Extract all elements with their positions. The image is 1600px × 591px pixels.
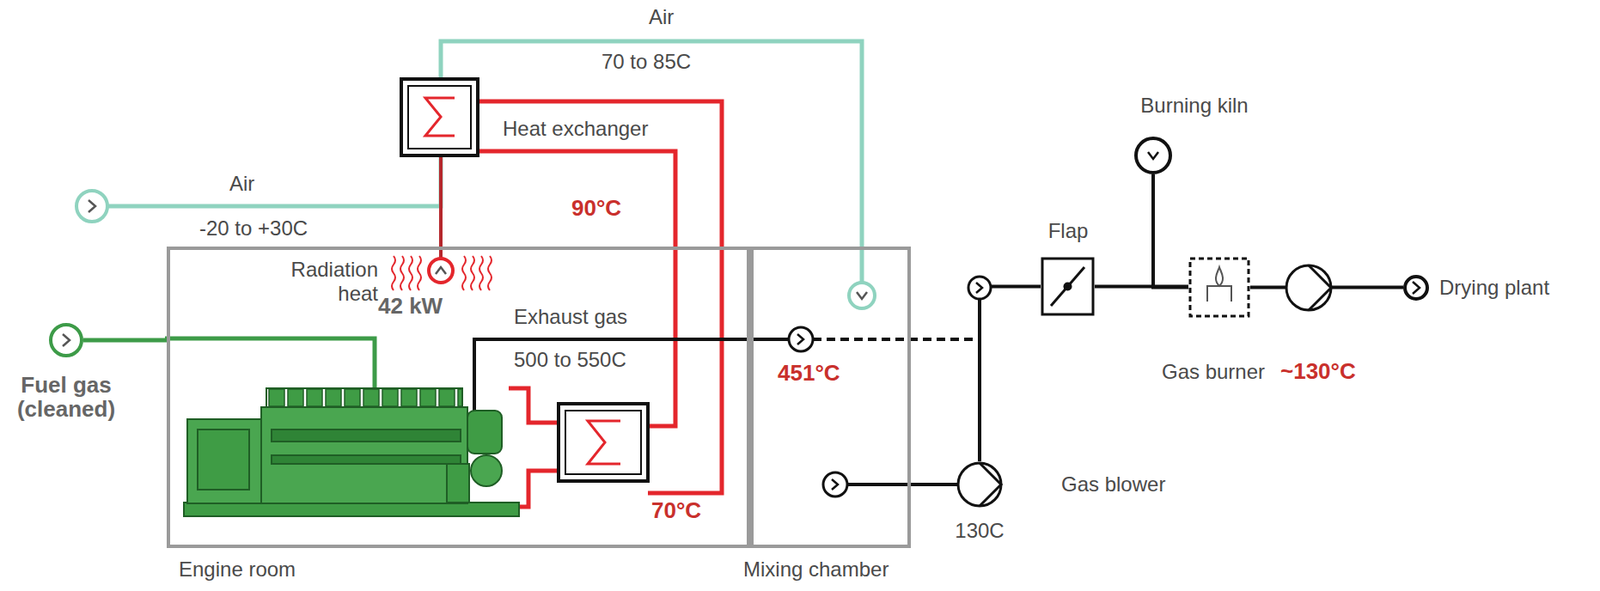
drying-plant-outlet-outline — [1403, 274, 1430, 301]
fuel-gas-inlet-outline — [48, 323, 84, 358]
radiation-line — [439, 157, 443, 259]
warm-air-line — [440, 41, 862, 283]
radiation-waves — [391, 256, 492, 291]
mixing-chamber-box: Mixing chamber — [750, 246, 911, 549]
flap-valve-outline — [1040, 256, 1095, 317]
cold-air-line — [107, 157, 441, 207]
node-label: Engine room — [178, 557, 296, 582]
annotation-label: 500 to 550C — [513, 348, 627, 373]
node-label: Gas burner — [1131, 360, 1295, 385]
annotation-label: 70 to 85C — [601, 49, 691, 74]
annotation-label: Air — [648, 5, 674, 30]
air-inlet-symbol — [76, 190, 108, 222]
fan-symbol — [1286, 265, 1332, 311]
annotation-label: 451°C — [777, 360, 841, 385]
flap-valve: Flap — [1040, 256, 1095, 317]
radiation-symbol — [428, 258, 453, 283]
burning-kiln-connection-outline — [1134, 136, 1173, 175]
annotation-label: ~130°C — [1280, 359, 1356, 384]
return-water-line — [479, 151, 676, 427]
node-label: Flap — [1016, 219, 1120, 244]
pipe-connector — [979, 287, 1041, 463]
blower-inlet-symbol — [823, 472, 848, 497]
pipe-connector — [1153, 174, 1189, 288]
node-label: Heat exchanger — [502, 116, 648, 141]
annotation-label: 130C — [953, 519, 1006, 544]
air-outlet-symbol — [848, 282, 875, 309]
engine-cooling-line — [508, 470, 559, 507]
fuel-gas-inlet: Fuel gas (cleaned) — [48, 323, 84, 358]
exhaust-line — [474, 339, 789, 411]
exhaust-outlet-symbol — [788, 327, 813, 352]
annotation-label: Air — [229, 171, 255, 196]
node-label: Fuel gas (cleaned) — [1, 372, 131, 422]
heat-exchanger-box: Heat exchanger — [399, 77, 480, 158]
gas-burner-box: Gas burner — [1188, 256, 1251, 318]
burning-kiln-connection: Burning kiln — [1134, 136, 1173, 175]
annotation-label: -20 to +30C — [199, 216, 308, 241]
annotation-label: 90°C — [571, 195, 622, 220]
node-label: Burning kiln — [1117, 93, 1272, 118]
node-label: Gas blower — [1061, 472, 1166, 497]
mixing-chamber-box-outline — [750, 246, 911, 549]
gas-blower-outline — [956, 461, 1003, 508]
heat-exchanger-symbol — [558, 403, 648, 482]
junction-symbol — [968, 276, 991, 300]
heat-exchanger-box-outline — [399, 77, 480, 158]
gas-engine — [183, 388, 520, 517]
annotation-label: Radiation heat — [257, 257, 379, 306]
exhaust-duct — [812, 337, 980, 342]
drying-plant-outlet: Drying plant — [1403, 274, 1430, 301]
engine-cooling-line — [508, 388, 559, 423]
node-label: Mixing chamber — [743, 557, 889, 582]
annotation-label: 70°C — [651, 498, 702, 523]
blower-inlet-line — [847, 482, 958, 487]
annotation-label: 42 kW — [378, 293, 443, 318]
pipe-connector — [83, 338, 167, 343]
gas-blower: Gas blower — [956, 461, 1003, 508]
hot-water-line — [479, 101, 722, 494]
annotation-label: Exhaust gas — [513, 305, 628, 330]
node-label: Drying plant — [1439, 275, 1550, 300]
gas-burner-box-outline — [1188, 256, 1251, 318]
